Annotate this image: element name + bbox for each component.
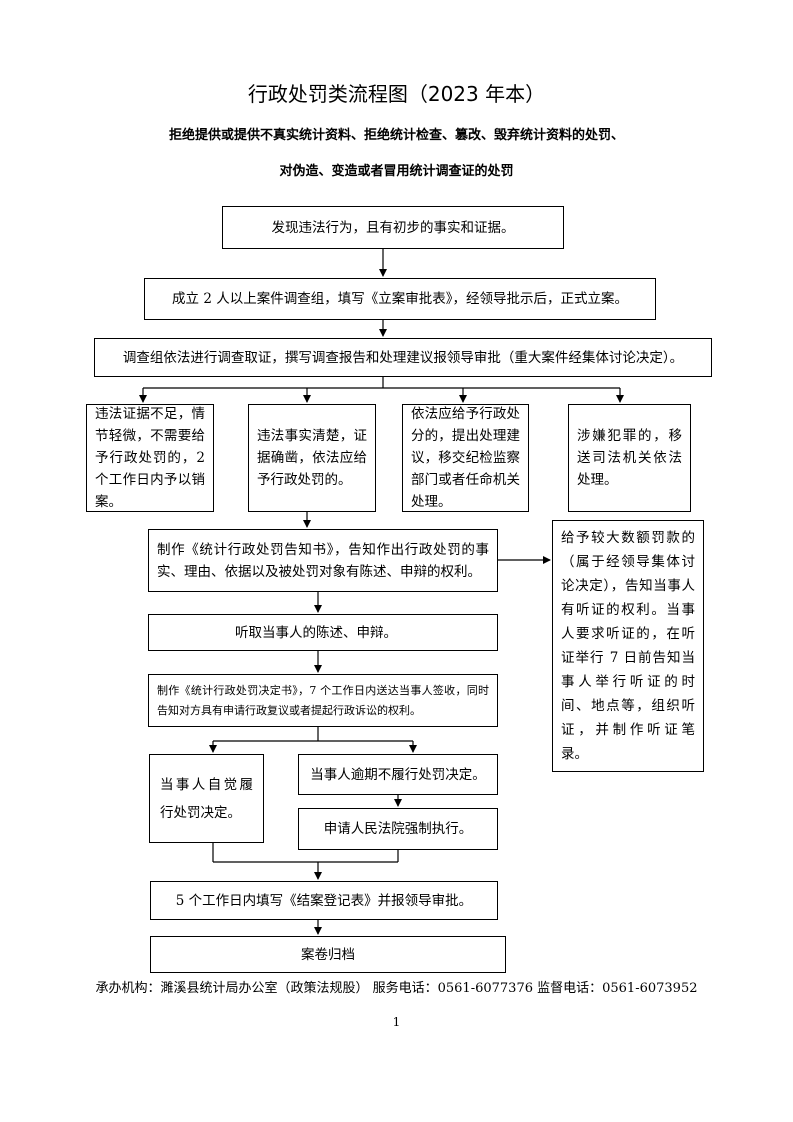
step-case-closure: 5 个工作日内填写《结案登记表》并报领导审批。 <box>150 881 498 920</box>
step-investigate: 调查组依法进行调查取证，撰写调查报告和处理建议报领导审批（重大案件经集体讨论决定… <box>94 338 712 377</box>
step-overdue-noncompliance: 当事人逾期不履行处罚决定。 <box>298 754 498 795</box>
branch-disciplinary-referral: 依法应给予行政处分的，提出处理建议，移交纪检监察部门或者任命机关处理。 <box>402 404 529 512</box>
page-number: 1 <box>392 1015 401 1029</box>
branch-judicial-referral: 涉嫌犯罪的，移送司法机关依法处理。 <box>568 404 691 512</box>
branch-cancel-case: 违法证据不足，情节轻微，不需要给予行政处罚的，2 个工作日内予以销案。 <box>86 404 214 512</box>
step-discover: 发现违法行为，且有初步的事实和证据。 <box>222 206 564 249</box>
page-title: 行政处罚类流程图（2023 年本） <box>247 82 546 106</box>
step-penalty-notice: 制作《统计行政处罚告知书》，告知作出行政处罚的事实、理由、依据以及被处罚对象有陈… <box>148 529 498 592</box>
hearing-procedure-note: 给予较大数额罚款的（属于经领导集体讨论决定），告知当事人有听证的权利。当事人要求… <box>552 520 704 772</box>
step-court-enforcement: 申请人民法院强制执行。 <box>298 808 498 850</box>
footer-contact-info: 承办机构：濉溪县统计局办公室（政策法规股） 服务电话：0561-6077376 … <box>95 981 698 996</box>
step-file-case: 成立 2 人以上案件调查组，填写《立案审批表》，经领导批示后，正式立案。 <box>144 278 656 320</box>
subtitle-line-1: 拒绝提供或提供不真实统计资料、拒绝统计检查、篡改、毁弃统计资料的处罚、 <box>168 128 624 143</box>
step-listen-statement: 听取当事人的陈述、申辩。 <box>148 614 498 651</box>
subtitle-line-2: 对伪造、变造或者冒用统计调查证的处罚 <box>279 164 514 179</box>
branch-administrative-penalty: 违法事实清楚，证据确凿，依法应给予行政处罚的。 <box>248 404 376 512</box>
step-penalty-decision: 制作《统计行政处罚决定书》，7 个工作日内送达当事人签收，同时告知对方具有申请行… <box>148 674 498 727</box>
step-voluntary-compliance: 当事人自觉履行处罚决定。 <box>149 754 264 843</box>
step-archive: 案卷归档 <box>150 936 506 973</box>
